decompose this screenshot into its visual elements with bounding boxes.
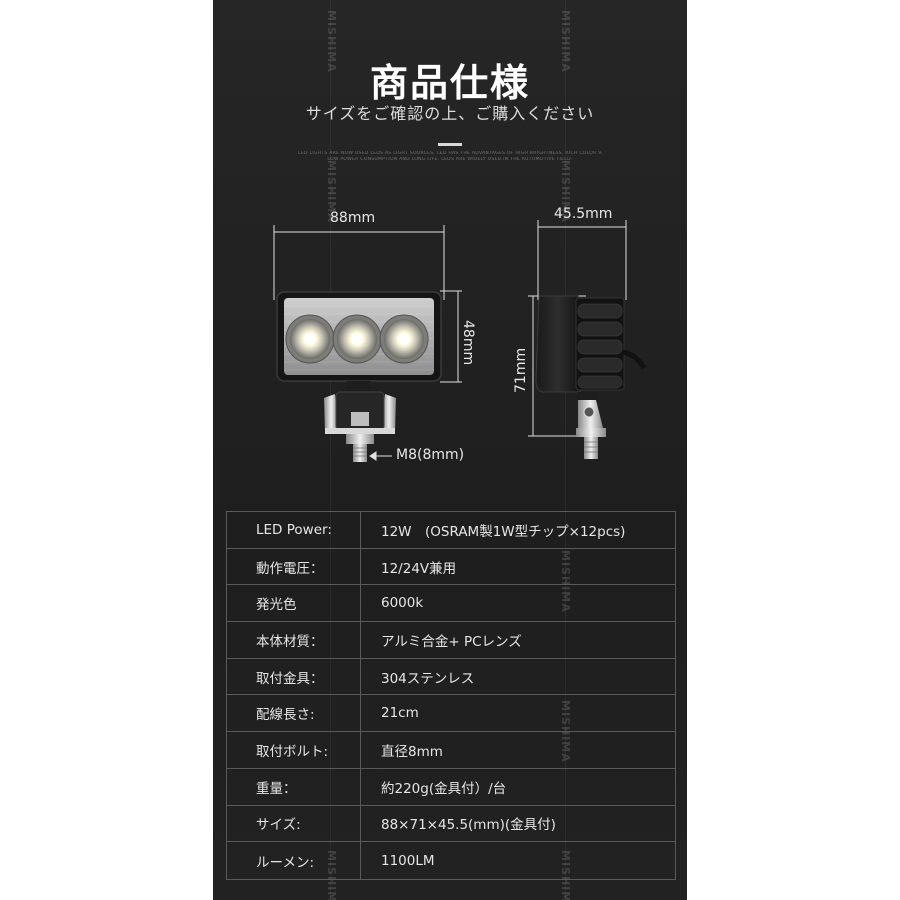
spec-value: 12/24V兼用 <box>381 560 457 577</box>
spec-label: サイズ: <box>227 805 361 842</box>
page-subtitle: サイズをご確認の上、ご購入ください <box>305 104 595 123</box>
front-width-dimension <box>273 225 445 300</box>
spec-value: 21cm <box>381 705 419 722</box>
spec-value: 直径8mm <box>381 743 443 760</box>
side-width-label: 45.5mm <box>554 206 613 222</box>
watermark-text: MISHIMA <box>325 160 338 223</box>
side-height-label: 71mm <box>513 347 529 393</box>
page-title: 商品仕様 <box>369 61 530 105</box>
table-row: 発光色 6000k <box>227 585 675 623</box>
watermark-text: MISHIMA <box>559 850 572 900</box>
spec-value: 約220g(金具付）/台 <box>381 780 507 797</box>
table-row: 取付ボルト: 直径8mm <box>227 732 675 769</box>
spec-label: 発光色 <box>227 585 361 622</box>
spec-value: 88×71×45.5(mm)(金具付) <box>381 817 556 834</box>
side-view-lamp <box>535 295 647 459</box>
spec-value: アルミ合金+ PCレンズ <box>381 633 522 650</box>
fine-print: LED LIGHTS ARE NOW USED LEDS AS LIGHT SO… <box>298 151 602 156</box>
table-row: LED Power: 12W (OSRAM製1W型チップ×12pcs) <box>227 512 675 549</box>
spec-label: 本体材質： <box>227 622 361 658</box>
spec-table: LED Power: 12W (OSRAM製1W型チップ×12pcs) 動作電圧… <box>226 511 676 880</box>
watermark-text: MISHIMA <box>559 550 572 613</box>
spec-label: 取付金具： <box>227 658 361 695</box>
title-divider <box>438 143 462 146</box>
spec-label: ルーメン: <box>227 842 361 879</box>
fine-print: LOW POWER CONSUMPTION AND LONG LIFE. LED… <box>327 157 573 162</box>
table-row: サイズ: 88×71×45.5(mm)(金具付) <box>227 805 675 843</box>
spec-label: 取付ボルト: <box>227 732 361 768</box>
spec-label: 配線長さ: <box>227 695 361 732</box>
watermark-text: MISHIMA <box>559 160 572 223</box>
front-width-label: 88mm <box>330 210 376 226</box>
bolt-arrow <box>369 451 392 461</box>
spec-value: 304ステンレス <box>381 670 475 687</box>
watermark-text: MISHIMA <box>325 850 338 900</box>
watermark-text: MISHIMA <box>325 10 338 73</box>
table-row: 動作電圧： 12/24V兼用 <box>227 548 675 586</box>
front-height-label: 48mm <box>460 320 476 366</box>
table-row: ルーメン: 1100LM <box>227 842 675 879</box>
product-spec-panel: MISHIMA MISHIMA MISHIMA MISHIMA MISHIMA … <box>213 0 687 900</box>
spec-value: 1100LM <box>381 852 435 869</box>
watermark-line <box>330 0 331 900</box>
table-row: 配線長さ: 21cm <box>227 695 675 733</box>
spec-label: 重量： <box>227 768 361 805</box>
front-view-lamp <box>276 291 442 462</box>
watermark-text: MISHIMA <box>559 10 572 73</box>
spec-value: 6000k <box>381 595 424 612</box>
spec-label: LED Power: <box>227 512 361 548</box>
table-row: 重量： 約220g(金具付）/台 <box>227 768 675 806</box>
spec-label: 動作電圧： <box>227 548 361 585</box>
side-width-dimension <box>537 220 627 300</box>
spec-value: 12W (OSRAM製1W型チップ×12pcs) <box>381 523 626 540</box>
front-height-dimension <box>440 290 462 383</box>
table-row: 本体材質： アルミ合金+ PCレンズ <box>227 622 675 659</box>
bolt-label: M8(8mm) <box>396 447 465 463</box>
table-row: 取付金具： 304ステンレス <box>227 658 675 696</box>
watermark-line <box>565 0 566 900</box>
